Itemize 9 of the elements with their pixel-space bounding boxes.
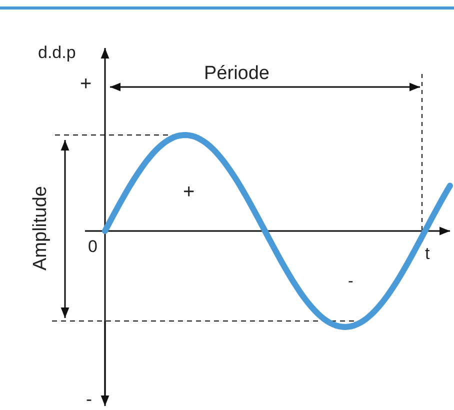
sign-label: - — [86, 390, 92, 408]
sign-label: + — [183, 182, 195, 202]
sign-label: - — [348, 274, 354, 290]
dimension-label: Période — [204, 64, 270, 83]
axis-label: 0 — [88, 238, 98, 255]
sign-label: + — [80, 74, 92, 94]
axis-label: t — [425, 245, 430, 262]
dimension-label: Amplitude — [30, 186, 50, 270]
axis-label: d.d.p — [38, 44, 76, 61]
